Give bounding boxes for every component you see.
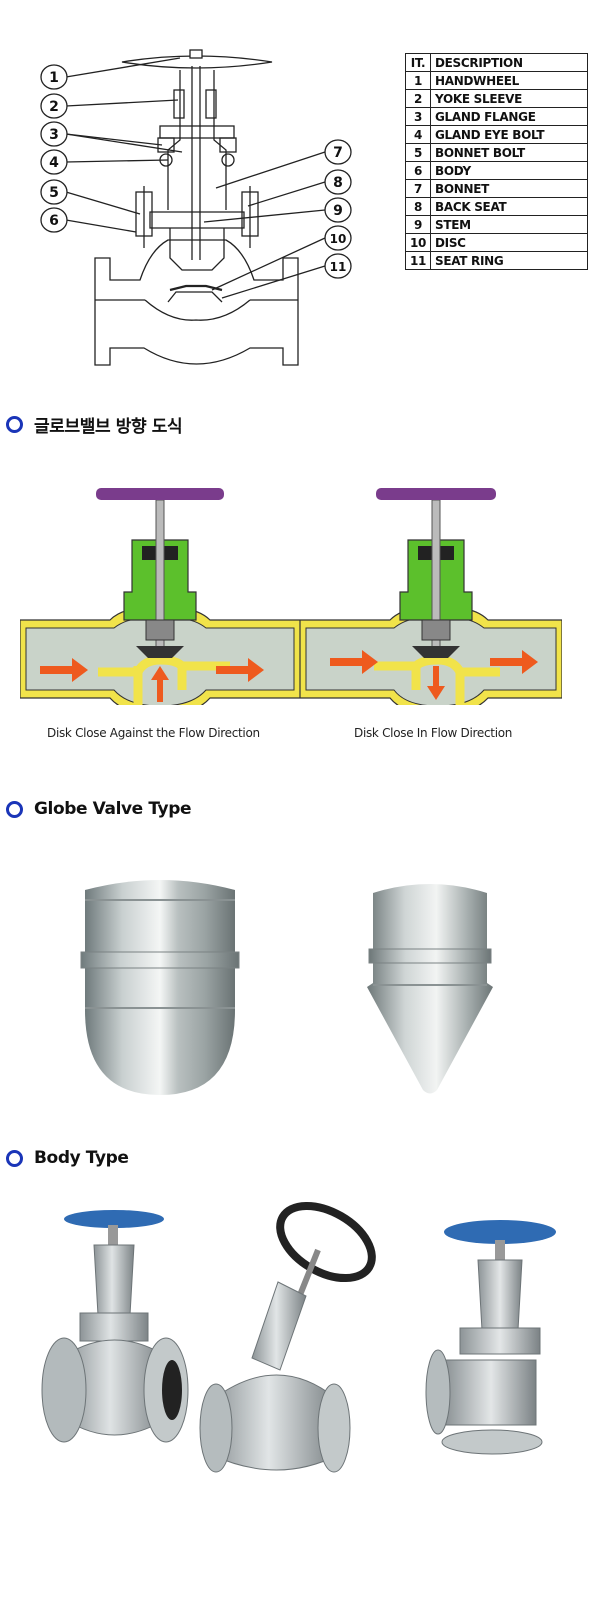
callout-6: 6 bbox=[49, 213, 59, 229]
caption-against-flow: Disk Close Against the Flow Direction bbox=[47, 726, 260, 740]
section-header-body-type: Body Type bbox=[6, 1148, 129, 1168]
callout-9: 9 bbox=[333, 203, 343, 219]
row-item: 6 bbox=[405, 161, 431, 180]
row-description: YOKE SLEEVE bbox=[430, 89, 588, 108]
row-description: GLAND FLANGE bbox=[430, 107, 588, 126]
row-item: 9 bbox=[405, 215, 431, 234]
header-item: IT. bbox=[405, 53, 431, 72]
row-description: BODY bbox=[430, 161, 588, 180]
callout-2: 2 bbox=[49, 99, 59, 115]
callout-4: 4 bbox=[49, 155, 59, 171]
disc-plug-type-image bbox=[80, 880, 240, 1095]
flow-diagram-in-direction bbox=[300, 488, 562, 705]
section-bullet-ring-icon bbox=[6, 800, 23, 818]
body-type-straight-image bbox=[41, 1210, 189, 1443]
flow-diagram-against bbox=[20, 488, 300, 705]
row-description: BACK SEAT bbox=[430, 197, 588, 216]
row-item: 5 bbox=[405, 143, 431, 162]
row-item: 7 bbox=[405, 179, 431, 198]
body-type-y-pattern-image bbox=[199, 1201, 376, 1473]
parts-table-header: IT. DESCRIPTION bbox=[405, 53, 588, 72]
row-description: SEAT RING bbox=[430, 251, 588, 270]
callout-3: 3 bbox=[49, 127, 59, 143]
row-item: 8 bbox=[405, 197, 431, 216]
callout-1: 1 bbox=[49, 70, 59, 86]
row-item: 1 bbox=[405, 71, 431, 90]
row-item: 11 bbox=[405, 251, 431, 270]
row-description: BONNET bbox=[430, 179, 588, 198]
row-description: HANDWHEEL bbox=[430, 71, 588, 90]
section-header-globe-valve-type: Globe Valve Type bbox=[6, 799, 191, 819]
row-description: STEM bbox=[430, 215, 588, 234]
valve-cross-section-drawing: 1 2 3 4 5 6 7 8 9 10 11 bbox=[40, 49, 352, 366]
row-description: BONNET BOLT bbox=[430, 143, 588, 162]
caption-in-flow: Disk Close In Flow Direction bbox=[354, 726, 513, 740]
row-description: DISC bbox=[430, 233, 588, 252]
callout-7: 7 bbox=[333, 145, 343, 161]
header-description: DESCRIPTION bbox=[430, 53, 588, 72]
callout-10: 10 bbox=[330, 232, 347, 246]
body-type-angle-image bbox=[425, 1220, 556, 1455]
callout-11: 11 bbox=[330, 260, 347, 274]
section-bullet-ring-icon bbox=[6, 416, 23, 433]
row-item: 4 bbox=[405, 125, 431, 144]
row-item: 10 bbox=[405, 233, 431, 252]
section-bullet-ring-icon bbox=[6, 1149, 23, 1167]
callout-5: 5 bbox=[49, 185, 59, 201]
section-title: Globe Valve Type bbox=[34, 799, 192, 819]
callout-8: 8 bbox=[333, 175, 343, 191]
row-item: 2 bbox=[405, 89, 431, 108]
row-description: GLAND EYE BOLT bbox=[430, 125, 588, 144]
disc-needle-type-image bbox=[367, 884, 493, 1094]
row-item: 3 bbox=[405, 107, 431, 126]
section-title: 글로브밸브 방향 도식 bbox=[34, 417, 183, 437]
section-title: Body Type bbox=[34, 1148, 129, 1168]
section-header-flow-direction: 글로브밸브 방향 도식 bbox=[6, 412, 183, 437]
